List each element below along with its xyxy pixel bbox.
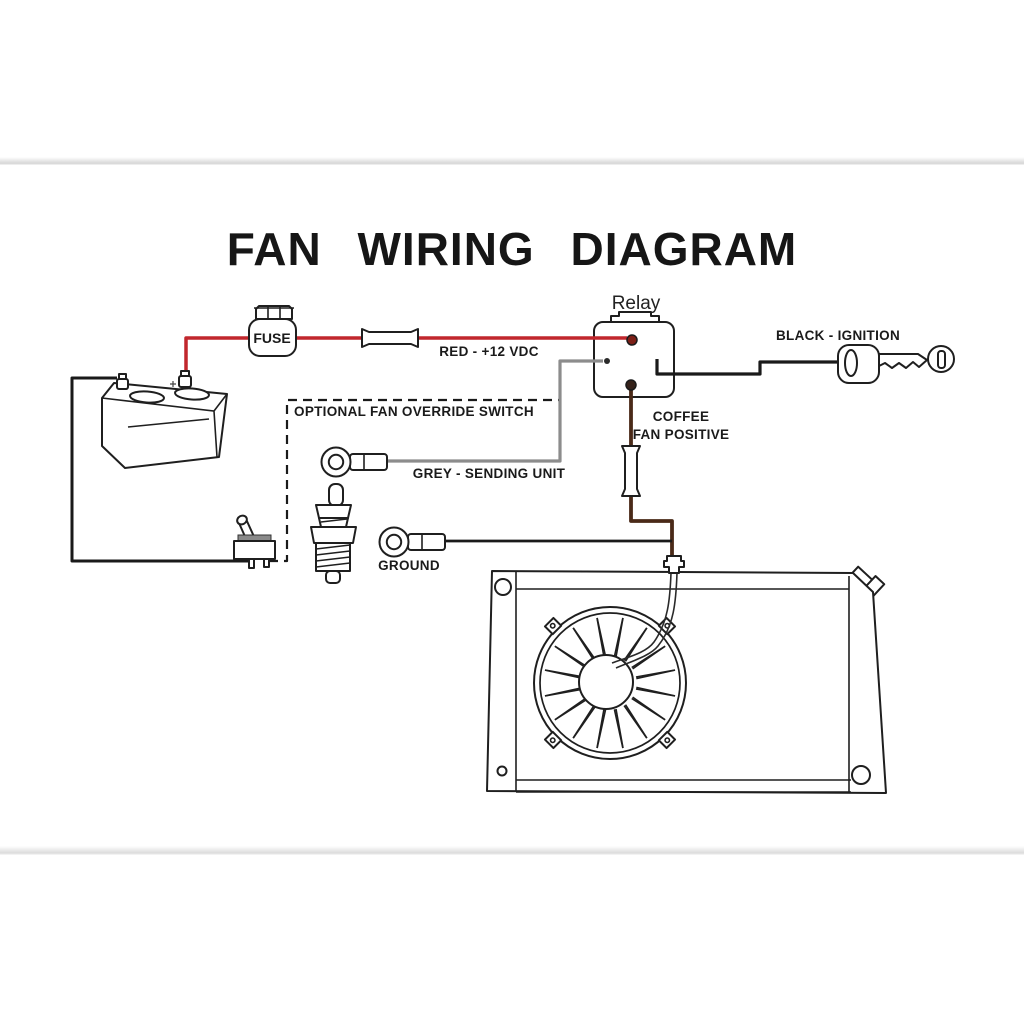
switch-pin-right bbox=[263, 558, 270, 568]
switch-lever-tip bbox=[236, 514, 248, 526]
sending-unit-collar-groove bbox=[320, 518, 348, 523]
relay-tab bbox=[610, 311, 660, 322]
fuse-connector-top bbox=[255, 305, 293, 320]
fan-positive-label-line1: COFFEE bbox=[653, 409, 710, 424]
ground-terminal-hole bbox=[385, 533, 403, 551]
fuse-label: FUSE bbox=[253, 330, 290, 346]
key-head-slot bbox=[844, 349, 858, 377]
battery-positive-terminal bbox=[178, 375, 192, 388]
red-wire-splice bbox=[361, 328, 419, 348]
relay-terminals bbox=[604, 334, 638, 391]
switch-base bbox=[233, 540, 276, 560]
fan-positive-label-line2: FAN POSITIVE bbox=[633, 427, 730, 442]
sending-unit-pin bbox=[328, 483, 344, 507]
red-positive-wire bbox=[184, 336, 627, 376]
relay-label: Relay bbox=[612, 293, 661, 314]
battery-negative-terminal bbox=[116, 378, 129, 390]
cooling-fan bbox=[533, 606, 687, 760]
battery-ground-wire bbox=[70, 376, 251, 563]
relay-box bbox=[593, 311, 675, 398]
fan-hub bbox=[578, 654, 634, 710]
battery-vent-cap-left bbox=[129, 390, 165, 404]
fan-blades bbox=[544, 617, 676, 749]
black-ignition-wire bbox=[655, 359, 840, 376]
brown-wire-splice bbox=[621, 445, 641, 497]
ring-terminal-ground bbox=[378, 526, 446, 558]
fuse-connector-cells bbox=[254, 307, 294, 318]
ground-label: GROUND bbox=[378, 558, 440, 573]
relay-terminal-fan bbox=[625, 379, 637, 391]
sending-unit-tip bbox=[325, 570, 341, 584]
fan-lead-wires bbox=[611, 572, 678, 669]
sending-terminal-barrel bbox=[349, 453, 388, 471]
fuse-body bbox=[248, 318, 297, 357]
optional-switch-dashed-wire bbox=[269, 398, 559, 563]
ignition-key bbox=[837, 344, 955, 384]
optional-switch-label: OPTIONAL FAN OVERRIDE SWITCH bbox=[294, 404, 534, 419]
wires bbox=[70, 336, 840, 563]
page-title: FAN WIRING DIAGRAM bbox=[226, 223, 798, 275]
battery-front-line bbox=[127, 418, 210, 428]
sending-unit-nut-top bbox=[315, 504, 352, 519]
temperature-sending-unit bbox=[310, 483, 357, 584]
fuse-holder bbox=[248, 305, 297, 357]
ignition-label: BLACK - IGNITION bbox=[776, 328, 900, 343]
sending-unit-nut-bottom bbox=[310, 526, 357, 544]
radiator-mount-hole-bottom-right bbox=[851, 765, 871, 785]
radiator-mount-hole-top-left bbox=[494, 578, 512, 596]
ring-terminal-sending bbox=[320, 446, 388, 478]
battery-outline bbox=[101, 382, 228, 469]
red-wire-label: RED - +12 VDC bbox=[439, 344, 539, 359]
sending-terminal-hole bbox=[327, 453, 345, 471]
key-blade bbox=[878, 353, 928, 369]
fan-plug-connector bbox=[663, 555, 685, 574]
relay-terminal-sending bbox=[604, 358, 610, 364]
diagram-labels: Relay FUSE RED - +12 VDC OPTIONAL FAN OV… bbox=[253, 293, 900, 573]
battery-vent-cap-right bbox=[174, 387, 210, 401]
radiator bbox=[486, 555, 887, 794]
toggle-switch bbox=[233, 514, 276, 569]
battery bbox=[101, 370, 228, 469]
grey-sending-unit-wire bbox=[387, 359, 603, 463]
fan-shroud-inner bbox=[539, 612, 681, 754]
radiator-core-lines bbox=[515, 572, 851, 793]
ground-terminal-barrel bbox=[407, 533, 446, 551]
sending-unit-threads bbox=[315, 544, 351, 568]
switch-pin-left bbox=[248, 558, 255, 569]
relay-terminal-power bbox=[626, 334, 638, 346]
keyhole-slot bbox=[937, 350, 946, 369]
radiator-mount-hole-bottom-left bbox=[496, 765, 508, 777]
grey-wire-label: GREY - SENDING UNIT bbox=[413, 466, 566, 481]
battery-plus-mark bbox=[170, 381, 176, 387]
